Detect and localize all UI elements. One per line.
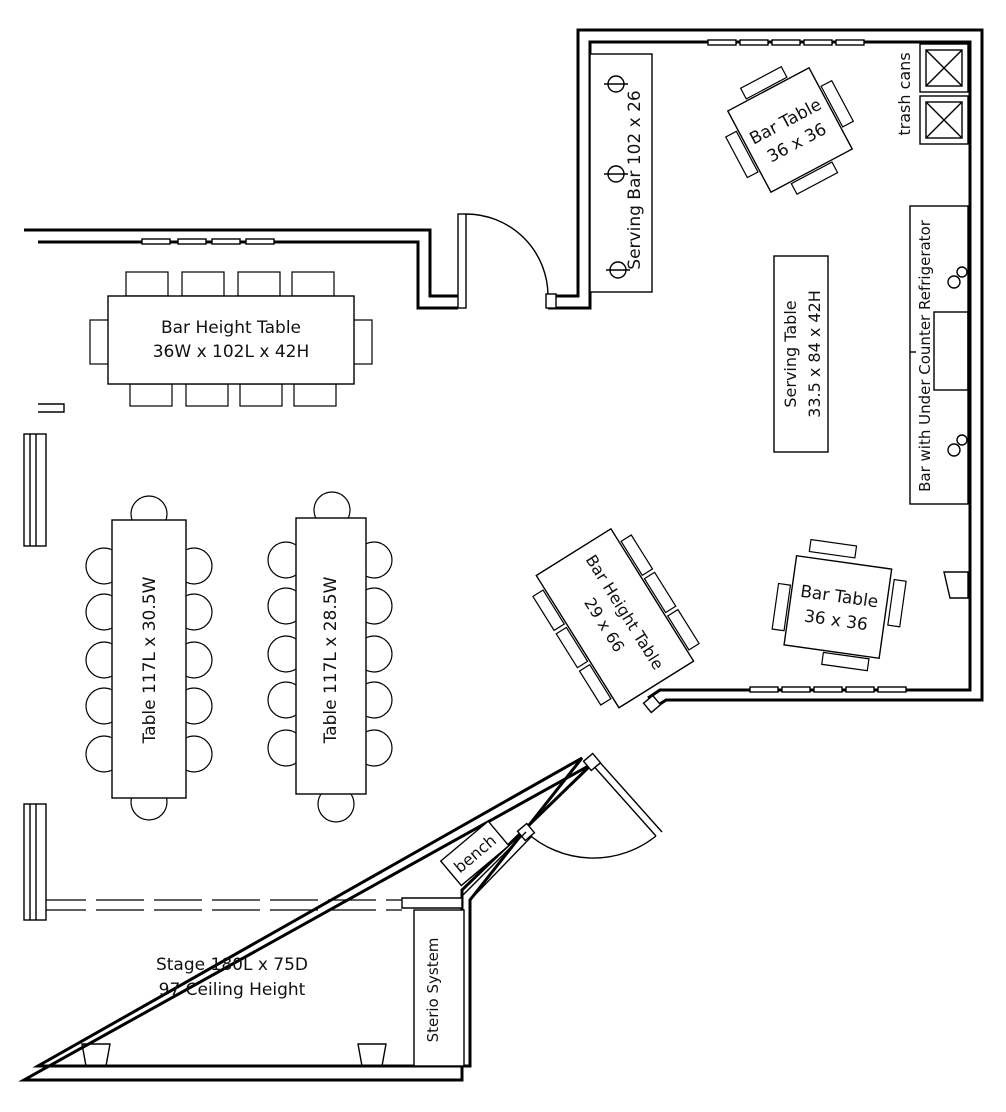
stereo-system[interactable]: Sterio System [413, 909, 465, 1067]
stage-corner-wall [401, 897, 463, 909]
stage-size-label: Stage 180L x 75D [156, 955, 308, 975]
door-bottom[interactable] [461, 694, 663, 901]
table-right[interactable]: Table 117L x 28.5W [267, 491, 393, 823]
bench[interactable]: bench [439, 820, 510, 887]
speaker-left [81, 1043, 111, 1067]
wall-fixture [943, 571, 969, 599]
window-ticks-bottom-right [749, 686, 907, 693]
window-left-upper [23, 433, 47, 547]
serving-table-surface [773, 255, 829, 453]
bar-table-top[interactable]: Bar Table 36 x 36 [709, 49, 871, 211]
table-right-label: Table 117L x 28.5W [321, 576, 341, 744]
bar-height-table-top-surface [107, 295, 355, 385]
serving-bar[interactable]: Serving Bar 102 x 26 [589, 53, 653, 293]
windows [23, 39, 907, 921]
trash-cans-label: trash cans [895, 52, 914, 135]
bar-height-table-angled-surface [535, 527, 695, 709]
bench-surface [439, 820, 510, 887]
window-ticks-top-right [707, 39, 865, 46]
bar-height-table-top[interactable]: Bar Height Table 36W x 102L x 42H [89, 271, 373, 407]
wall-notch [38, 403, 65, 413]
chairs-table-right [267, 491, 393, 823]
serving-table-name: Serving Table [781, 300, 800, 407]
serving-bar-fixtures [604, 75, 630, 279]
table-right-surface [295, 517, 367, 795]
serving-bar-label: Serving Bar 102 x 26 [625, 90, 645, 269]
bar-table-bottom-surface [783, 554, 893, 660]
bar-table-bottom[interactable]: Bar Table 36 x 36 [768, 536, 910, 674]
bar-table-top-surface [726, 66, 854, 194]
stage-ceiling-label: 97 Ceiling Height [159, 980, 306, 1000]
speaker-right [357, 1043, 387, 1067]
bar-height-table-top-dims: 36W x 102L x 42H [153, 342, 310, 362]
bar-height-table-top-name: Bar Height Table [161, 318, 301, 338]
door-top[interactable] [457, 213, 557, 309]
stereo-system-cabinet [413, 909, 465, 1067]
table-left-label: Table 117L x 30.5W [140, 576, 160, 744]
stage: Stage 180L x 75D 97 Ceiling Height [81, 955, 387, 1067]
trash-cans: trash cans [895, 43, 969, 145]
serving-table-dims: 33.5 x 84 x 42H [805, 290, 824, 418]
under-counter-bar-label: Bar with Under Counter Refrigerator [916, 219, 934, 492]
window-ticks-top [141, 238, 275, 245]
chairs-top-row [89, 271, 373, 407]
table-left[interactable]: Table 117L x 30.5W [85, 495, 213, 821]
serving-bar-surface [589, 53, 653, 293]
window-left-lower [23, 803, 47, 921]
under-counter-bar[interactable]: Bar with Under Counter Refrigerator [909, 205, 969, 505]
bar-height-table-angled[interactable]: Bar Height Table 29 x 66 [524, 521, 705, 715]
stereo-system-label: Sterio System [424, 938, 442, 1043]
table-left-surface [111, 519, 187, 799]
serving-table[interactable]: Serving Table 33.5 x 84 x 42H [773, 255, 829, 453]
refrigerator-unit [933, 311, 969, 391]
